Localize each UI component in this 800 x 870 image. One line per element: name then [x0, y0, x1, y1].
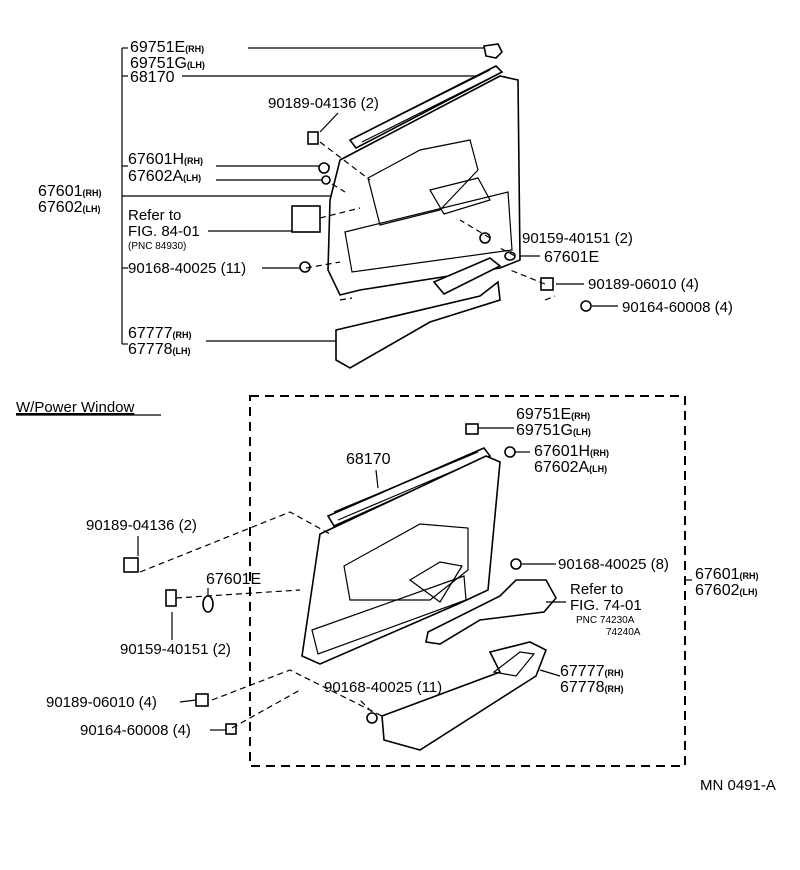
- power-window-box: [249, 395, 686, 767]
- section-title: W/Power Window: [16, 399, 135, 416]
- label-90164-60008-bottom: 90164-60008 (4): [80, 722, 191, 739]
- label-69751G-top: 69751G: [130, 55, 187, 72]
- label-67601E-top: 67601E: [544, 249, 599, 266]
- label-67602A-top: 67602A: [128, 168, 183, 185]
- label-69751E-top: 69751E: [130, 39, 185, 56]
- label-90159-40151-bottom: 90159-40151 (2): [120, 641, 231, 658]
- svg-text:67601(RH): 67601(RH): [38, 183, 102, 200]
- refer-pnc2-bottom: 74240A: [606, 627, 641, 638]
- label-67778-top: 67778: [128, 341, 173, 358]
- fastener-90189-04136: [307, 131, 319, 145]
- svg-text:69751G(LH): 69751G(LH): [516, 422, 591, 439]
- label-90168-40025-top: 90168-40025 (11): [128, 260, 246, 277]
- label-67602-top: 67602: [38, 199, 83, 216]
- switch-base-74230A: [425, 579, 557, 645]
- svg-text:67601H(RH): 67601H(RH): [128, 151, 203, 168]
- svg-text:67601H(RH): 67601H(RH): [534, 443, 609, 460]
- refer-label-bottom: Refer to: [570, 581, 623, 598]
- svg-text:67602A(LH): 67602A(LH): [534, 459, 607, 476]
- label-67602-bottom: 67602: [695, 582, 740, 599]
- label-69751G-bottom: 69751G: [516, 422, 573, 439]
- switch-84930: [291, 205, 321, 233]
- label-67601H-top: 67601H: [128, 151, 184, 168]
- door-panel-bottom: [301, 455, 501, 665]
- door-panel-top: [327, 75, 521, 296]
- label-67601H-bottom: 67601H: [534, 443, 590, 460]
- diagram-code: MN 0491-A: [700, 777, 776, 794]
- label-67601E-bottom: 67601E: [206, 571, 261, 588]
- label-68170-top: 68170: [130, 69, 175, 86]
- label-67601-bottom: 67601: [695, 566, 740, 583]
- label-90189-06010-top: 90189-06010 (4): [588, 276, 699, 293]
- label-67601-top: 67601: [38, 183, 83, 200]
- svg-text:69751E(RH): 69751E(RH): [516, 406, 590, 423]
- refer-pnc-top: (PNC 84930): [128, 241, 186, 252]
- label-90189-06010-bottom: 90189-06010 (4): [46, 694, 157, 711]
- fastener-90189-04136-bottom: [123, 557, 139, 573]
- refer-fig-bottom: FIG. 74-01: [570, 597, 642, 614]
- svg-text:67778(LH): 67778(LH): [128, 341, 191, 358]
- refer-pnc-bottom: PNC 74230A: [576, 615, 635, 626]
- svg-text:67777(RH): 67777(RH): [560, 663, 624, 680]
- svg-text:67777(RH): 67777(RH): [128, 325, 192, 342]
- label-90189-04136-bottom: 90189-04136 (2): [86, 517, 197, 534]
- armrest-bottom: [381, 641, 548, 751]
- label-90159-40151-top: 90159-40151 (2): [522, 230, 633, 247]
- label-90189-04136-top: 90189-04136 (2): [268, 95, 379, 112]
- svg-text:67602(LH): 67602(LH): [695, 582, 758, 599]
- label-69751E-bottom: 69751E: [516, 406, 571, 423]
- label-67777-bottom: 67777: [560, 663, 605, 680]
- svg-text:69751E(RH): 69751E(RH): [130, 39, 204, 56]
- label-90168-40025-11-bottom: 90168-40025 (11): [324, 679, 442, 696]
- refer-label-top: Refer to: [128, 207, 181, 224]
- svg-text:67778(RH): 67778(RH): [560, 679, 624, 696]
- label-90168-40025-8: 90168-40025 (8): [558, 556, 669, 573]
- refer-fig-top: FIG. 84-01: [128, 223, 200, 240]
- label-67778-bottom: 67778: [560, 679, 605, 696]
- label-67777-top: 67777: [128, 325, 173, 342]
- svg-text:69751G(LH): 69751G(LH): [130, 55, 205, 72]
- clip-69751-top: [483, 43, 503, 59]
- label-68170-bottom: 68170: [346, 451, 391, 468]
- label-67602A-bottom: 67602A: [534, 459, 589, 476]
- svg-text:67601(RH): 67601(RH): [695, 566, 759, 583]
- svg-text:67602(LH): 67602(LH): [38, 199, 101, 216]
- svg-text:67602A(LH): 67602A(LH): [128, 168, 201, 185]
- armrest-top: [335, 280, 501, 369]
- label-90164-60008-top: 90164-60008 (4): [622, 299, 733, 316]
